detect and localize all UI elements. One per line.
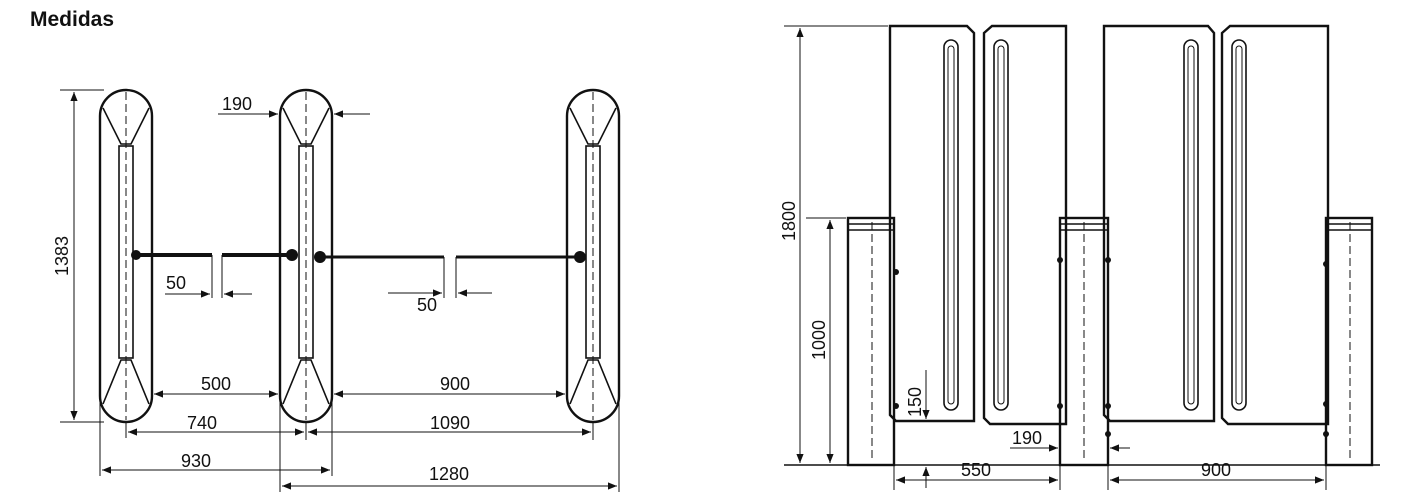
dim-740: 740 — [125, 413, 304, 438]
dim-900-plan: 900 — [334, 374, 565, 398]
dim-label-1800: 1800 — [779, 201, 799, 241]
dim-190-elevation: 190 — [1010, 428, 1130, 452]
page-title: Medidas — [30, 8, 115, 31]
dim-label-150: 150 — [905, 387, 925, 417]
dim-900-elevation: 900 — [1107, 460, 1327, 490]
dim-50-left: 50 — [165, 273, 252, 298]
glass-panel-4 — [1220, 24, 1330, 426]
dim-label-50-right: 50 — [417, 295, 437, 315]
dim-label-740: 740 — [187, 413, 217, 433]
dim-label-50-left: 50 — [166, 273, 186, 293]
elevation-post-right — [1323, 216, 1374, 467]
dim-550: 550 — [893, 460, 1061, 490]
glass-panel-1 — [888, 24, 976, 423]
dim-1800: 1800 — [779, 25, 888, 463]
plan-gate-arms-left — [136, 253, 292, 298]
elevation-post-left — [846, 216, 899, 467]
dim-1000: 1000 — [806, 217, 846, 463]
dim-label-900-plan: 900 — [440, 374, 470, 394]
dim-190-plan: 190 — [218, 94, 370, 118]
dim-label-500: 500 — [201, 374, 231, 394]
glass-panel-2 — [982, 24, 1068, 426]
dim-label-190-plan: 190 — [222, 94, 252, 114]
dim-150: 150 — [896, 370, 940, 488]
dim-1090: 1090 — [305, 413, 594, 440]
dim-1383: 1383 — [52, 89, 104, 423]
dim-label-190-elevation: 190 — [1012, 428, 1042, 448]
dim-label-550: 550 — [961, 460, 991, 480]
plan-gate-arms-right — [320, 255, 580, 298]
dim-50-right: 50 — [388, 289, 492, 315]
dim-930: 930 — [99, 400, 333, 476]
dim-label-1000: 1000 — [809, 320, 829, 360]
dim-label-1280: 1280 — [429, 464, 469, 484]
dim-label-1383: 1383 — [52, 236, 72, 276]
glass-panel-3 — [1102, 24, 1216, 423]
dim-label-1090: 1090 — [430, 413, 470, 433]
dim-label-930: 930 — [181, 451, 211, 471]
dim-1280: 1280 — [279, 400, 620, 492]
dim-500: 500 — [154, 374, 278, 398]
plan-view: 1383 190 50 50 500 900 — [52, 88, 621, 492]
dim-label-900-elevation: 900 — [1201, 460, 1231, 480]
elevation-view: 1800 1000 150 190 550 — [779, 24, 1380, 490]
